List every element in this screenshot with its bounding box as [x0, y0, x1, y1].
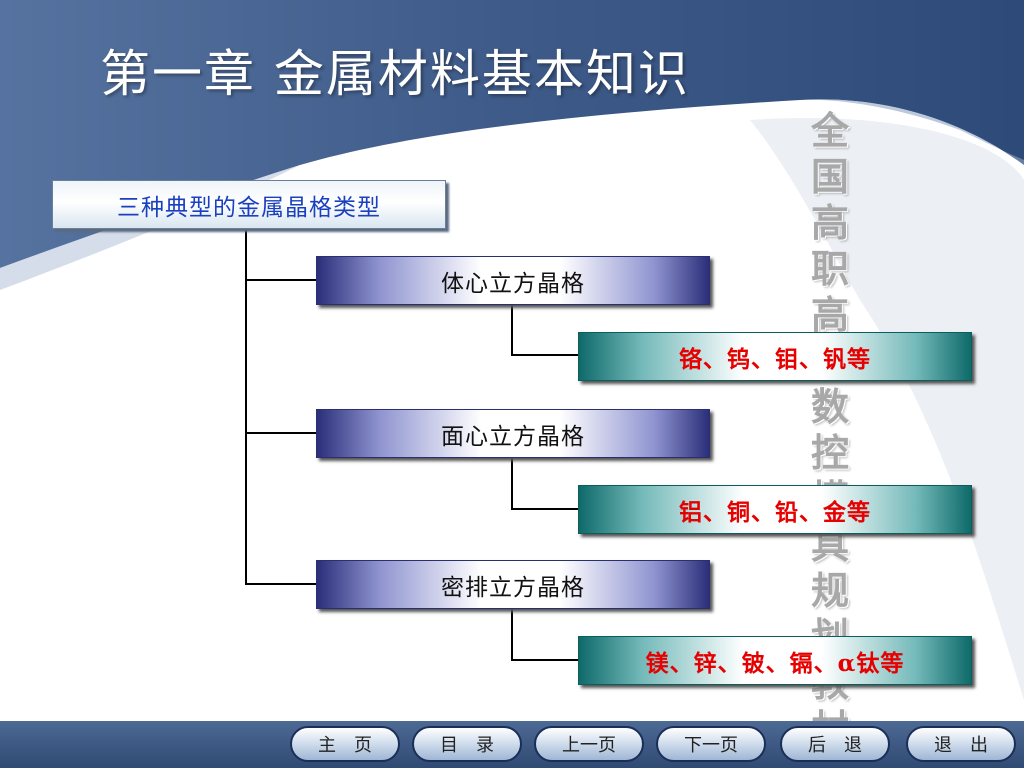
lattice-node-bcc: 体心立方晶格 [316, 256, 710, 305]
next-page-button[interactable]: 下一页 [656, 726, 766, 762]
lattice-node-fcc: 面心立方晶格 [316, 409, 710, 458]
contents-button[interactable]: 目 录 [412, 726, 522, 762]
metals-node-bcc: 铬、钨、钼、钒等 [578, 332, 972, 381]
slide-title: 第一章 金属材料基本知识 [100, 45, 690, 103]
exit-button[interactable]: 退 出 [906, 726, 1016, 762]
metals-node-fcc: 铝、铜、铅、金等 [578, 485, 972, 534]
lattice-node-hcp: 密排立方晶格 [316, 560, 710, 609]
root-node: 三种典型的金属晶格类型 [52, 180, 446, 229]
prev-page-button[interactable]: 上一页 [534, 726, 644, 762]
metals-node-hcp: 镁、锌、铍、镉、α钛等 [578, 636, 972, 685]
back-button[interactable]: 后 退 [780, 726, 890, 762]
home-button[interactable]: 主 页 [290, 726, 400, 762]
